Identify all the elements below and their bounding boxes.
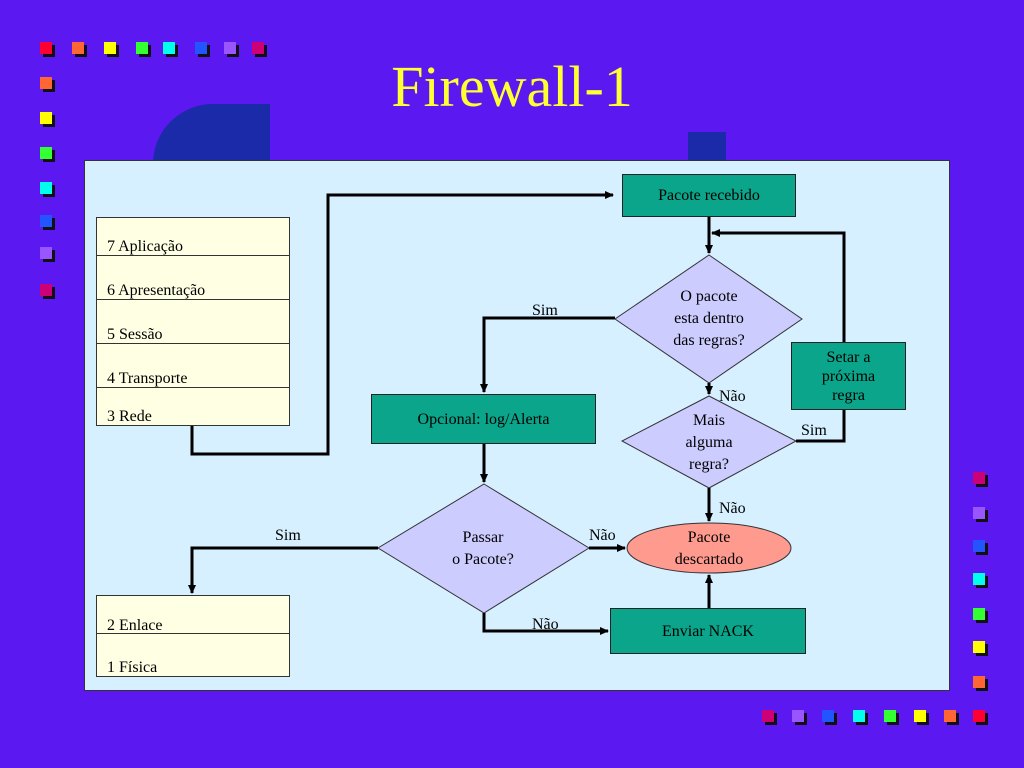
slide-title: Firewall-1 (391, 54, 633, 119)
edge-passar-sim (188, 546, 378, 594)
node-opcional-log: Opcional: log/Alerta (371, 394, 596, 444)
label-nao-mais: Não (719, 500, 746, 517)
terminal-descartado-text: Pacote descartado (640, 527, 778, 571)
regras-line-2: esta dentro (674, 310, 744, 327)
mais-line-3: regra? (689, 456, 729, 473)
passar-line-2: o Pacote? (452, 551, 514, 568)
setar-line-1: Setar a (826, 348, 871, 366)
osi-layer-1: 1 Física (107, 659, 158, 676)
node-enviar-nack: Enviar NACK (610, 608, 806, 654)
label-sim-regras: Sim (532, 302, 558, 319)
edge-regras-sim (480, 316, 615, 393)
mais-line-2: alguma (685, 434, 733, 451)
label-sim-passar: Sim (275, 527, 301, 544)
node-enviar-nack-label: Enviar NACK (662, 622, 754, 640)
descartado-line-2: descartado (674, 551, 744, 568)
decision-passar-pacote-text: Passar o Pacote? (421, 527, 545, 571)
terminal-pacote-descartado (626, 522, 792, 574)
osi-layer-5: 5 Sessão (97, 300, 289, 344)
decision-dentro-regras-text: O pacote esta dentro das regras? (640, 286, 778, 352)
passar-line-1: Passar (462, 529, 504, 546)
label-sim-mais: Sim (801, 422, 827, 439)
setar-line-2: próxima (821, 367, 876, 385)
osi-layer-6: 6 Apresentação (97, 256, 289, 300)
osi-layer-4: 4 Transporte (97, 344, 289, 388)
osi-stack-lower: 2 Enlace 1 Física (96, 595, 290, 677)
regras-line-3: das regras? (673, 332, 745, 349)
osi-layer-3: 3 Rede (107, 408, 152, 425)
node-pacote-recebido: Pacote recebido (622, 174, 796, 217)
edge-mais-sim (796, 410, 846, 443)
osi-layer-2: 2 Enlace (97, 596, 289, 634)
node-setar-proxima: Setar a próxima regra (791, 342, 906, 410)
regras-line-1: O pacote (680, 288, 738, 305)
setar-line-3: regra (832, 386, 865, 404)
osi-stack-upper: 7 Aplicação 6 Apresentação 5 Sessão 4 Tr… (96, 217, 290, 426)
label-nao-regras: Não (719, 388, 746, 405)
label-nao-passar-down: Não (532, 616, 559, 633)
background-shape-right (688, 132, 726, 162)
descartado-line-1: Pacote (687, 529, 731, 546)
label-nao-passar-right: Não (589, 527, 616, 544)
mais-line-1: Mais (693, 412, 725, 429)
decision-mais-regra-text: Mais alguma regra? (650, 410, 768, 476)
edge-passar-nao-down (482, 613, 609, 635)
osi-layer-7: 7 Aplicação (97, 218, 289, 256)
edge-rede-to-pacote-recebido (190, 191, 614, 456)
edge-setar-loop (711, 229, 846, 342)
